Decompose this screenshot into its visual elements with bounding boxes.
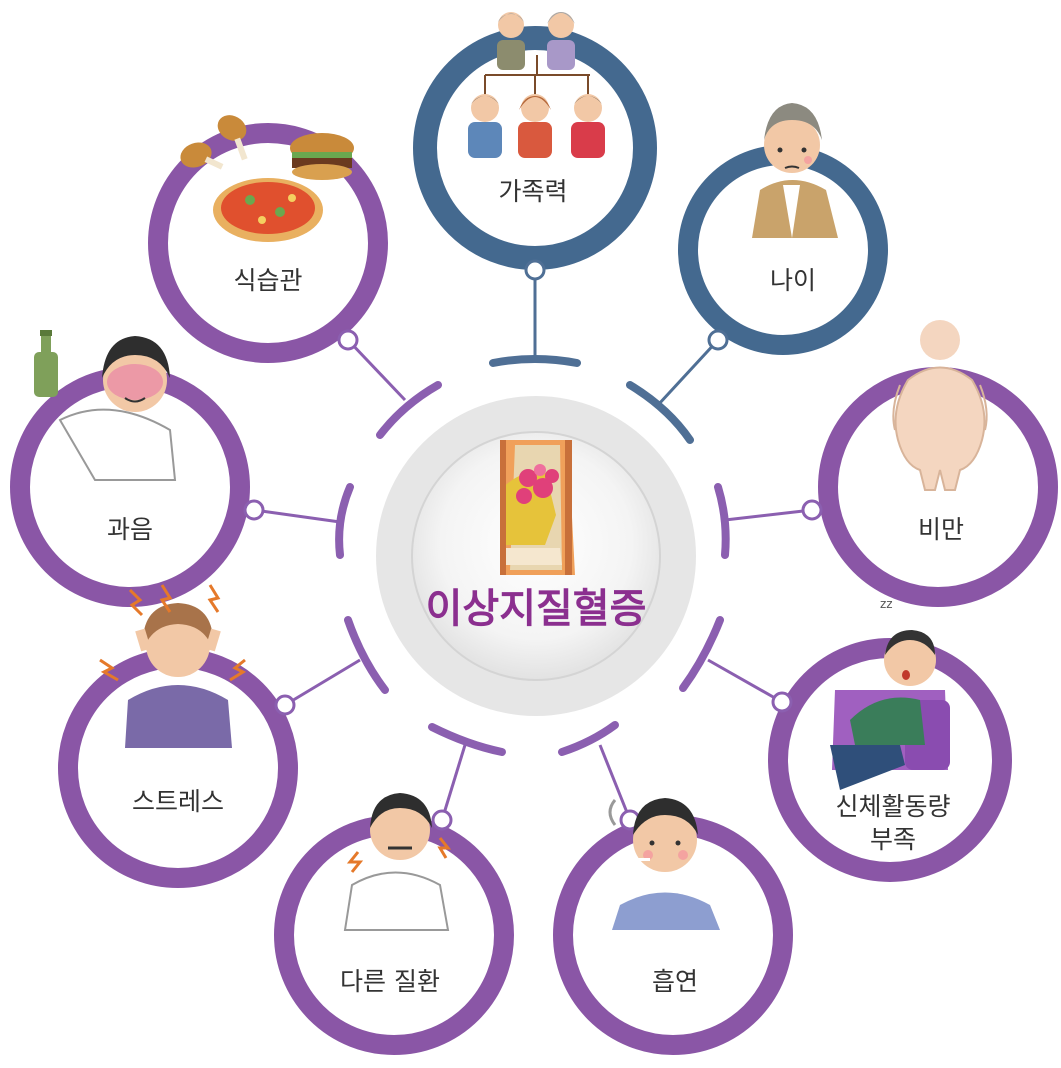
arc-age <box>626 381 694 444</box>
arc-diet <box>376 381 442 439</box>
fast-food-icon <box>180 115 354 242</box>
arc-family <box>489 355 581 367</box>
connector-inactivity <box>707 658 783 704</box>
connector-diet <box>346 338 407 402</box>
node-diet <box>148 123 388 363</box>
arc-alcohol <box>335 483 354 559</box>
stressed-woman-icon <box>99 584 247 748</box>
center-title: 이상지질혈증 <box>426 586 647 632</box>
connector-stress <box>284 658 361 707</box>
label-family: 가족력 <box>498 177 567 206</box>
center-node: 이상지질혈증 <box>376 396 696 716</box>
connector-alcohol <box>253 508 341 524</box>
connector-dot-stress <box>274 694 296 716</box>
family-tree-icon <box>468 12 605 158</box>
label-inactivity-line1: 신체활동량 <box>835 792 950 821</box>
label-inactivity-line2: 부족 <box>870 825 916 854</box>
connector-smoking <box>598 744 632 821</box>
label-diet: 식습관 <box>233 266 302 295</box>
connector-lines <box>253 270 813 821</box>
label-disease: 다른 질환 <box>340 967 440 996</box>
center-arc-segments <box>335 355 730 756</box>
label-alcohol: 과음 <box>107 515 153 544</box>
elderly-man-icon <box>752 103 838 238</box>
man-neck-pain-icon <box>343 793 452 931</box>
connector-dot-age <box>707 329 729 351</box>
connector-dot-inactivity <box>771 691 793 713</box>
arc-smoking <box>558 721 619 756</box>
sleeping-man-armchair-icon: zz <box>830 597 950 790</box>
smoking-man-icon <box>608 798 720 930</box>
connector-age <box>656 338 720 407</box>
connector-dot-obesity <box>801 499 823 521</box>
label-stress: 스트레스 <box>132 787 224 816</box>
obese-body-icon <box>892 320 988 491</box>
arc-stress <box>344 616 389 694</box>
connector-dot-diet <box>337 329 359 351</box>
arc-inactivity <box>679 616 724 692</box>
label-smoking: 흡연 <box>652 967 698 996</box>
label-age: 나이 <box>770 266 816 295</box>
connector-dot-alcohol <box>243 499 265 521</box>
connector-disease <box>440 744 467 821</box>
arc-disease <box>428 723 506 756</box>
label-obesity: 비만 <box>918 515 964 544</box>
connector-dot-family <box>524 259 546 281</box>
connector-dot-disease <box>431 809 453 831</box>
svg-text:zz: zz <box>880 597 893 611</box>
artery-plaque-icon <box>500 440 575 575</box>
drunk-man-bottle-icon <box>34 330 177 481</box>
connector-obesity <box>724 508 813 522</box>
arc-obesity <box>714 483 730 559</box>
